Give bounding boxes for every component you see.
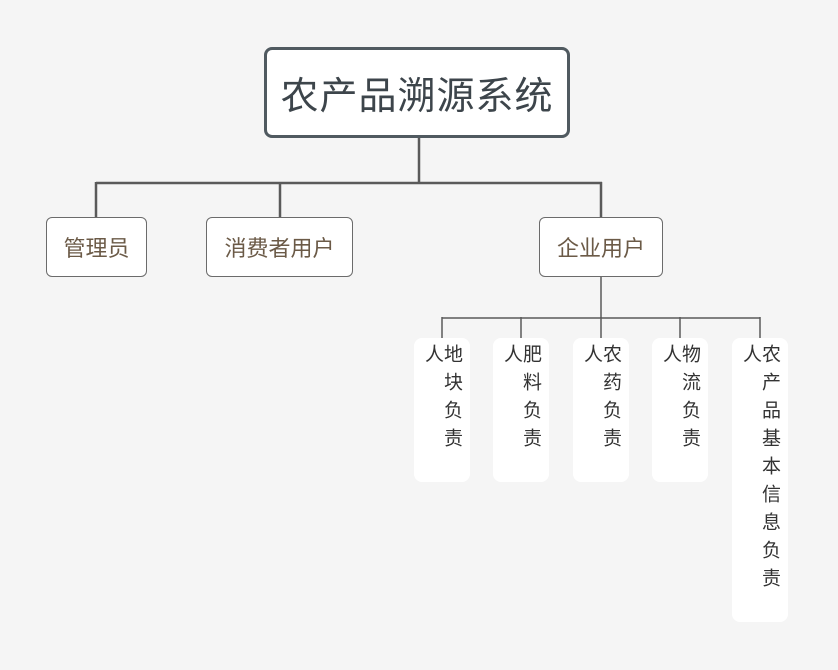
child-node-fertilizer-label: 肥料负责人 (501, 344, 542, 456)
child-node-logistics[interactable]: 物流负责人 (652, 338, 708, 482)
child-node-product-info-label: 农产品基本信息负责人 (740, 344, 781, 596)
role-node-enterprise-label: 企业用户 (556, 237, 645, 262)
child-node-fertilizer[interactable]: 肥料负责人 (493, 338, 549, 482)
role-node-consumer[interactable]: 消费者用户 (206, 217, 353, 277)
child-node-plot[interactable]: 地块负责人 (414, 338, 470, 482)
child-node-plot-label: 地块负责人 (422, 344, 463, 456)
child-node-pesticide-label: 农药负责人 (581, 344, 622, 456)
child-node-pesticide[interactable]: 农药负责人 (573, 338, 629, 482)
role-node-admin-label: 管理员 (63, 237, 130, 262)
root-node[interactable]: 农产品溯源系统 (264, 47, 570, 138)
role-node-admin[interactable]: 管理员 (46, 217, 147, 277)
root-node-label: 农产品溯源系统 (280, 74, 554, 118)
child-node-product-info[interactable]: 农产品基本信息负责人 (732, 338, 788, 622)
role-node-enterprise[interactable]: 企业用户 (539, 217, 663, 277)
child-node-logistics-label: 物流负责人 (660, 344, 701, 456)
role-node-consumer-label: 消费者用户 (224, 237, 335, 262)
